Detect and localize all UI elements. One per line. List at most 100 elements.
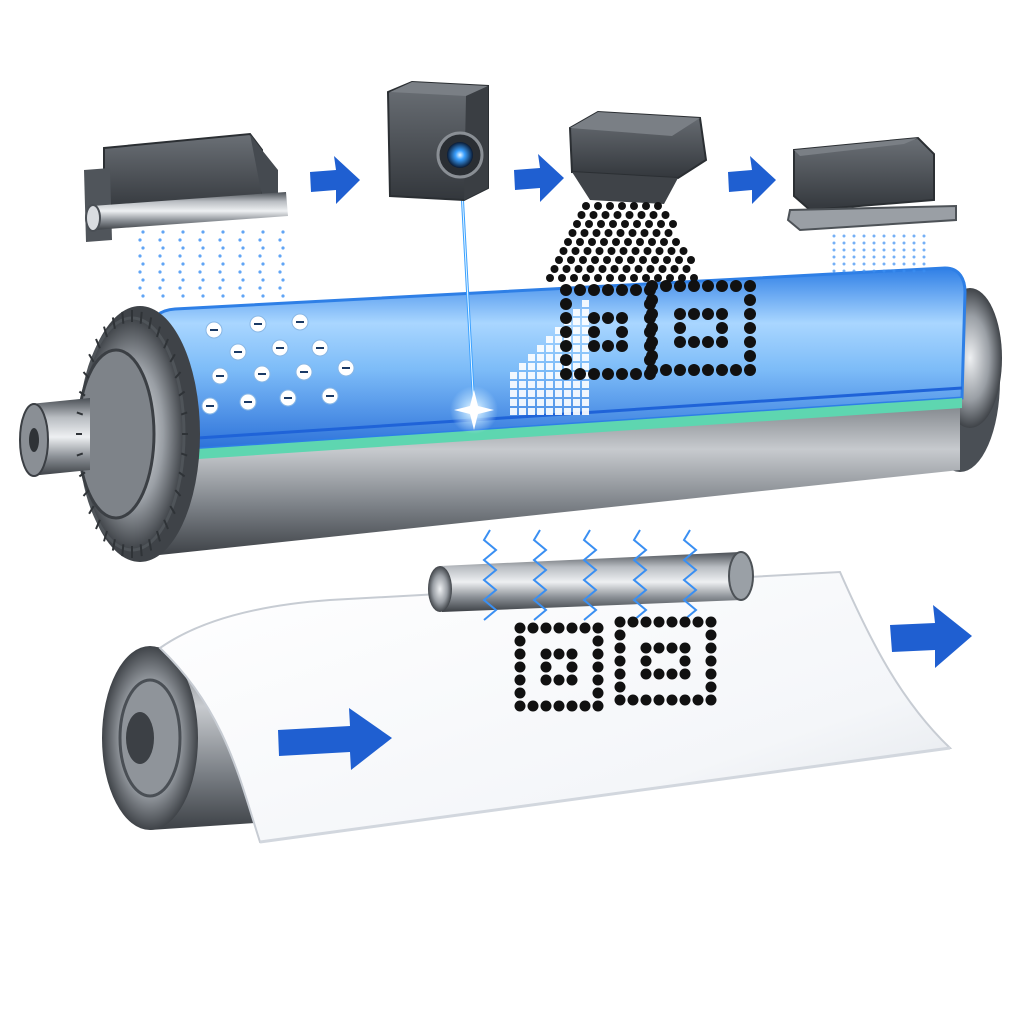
cleaning-particle (902, 269, 906, 273)
charge-particle (178, 270, 182, 274)
toner-particle (555, 256, 563, 264)
latent-pixel (519, 363, 526, 370)
latent-pixel (573, 408, 580, 415)
paper-toner-image (514, 616, 717, 712)
toner-particle (527, 700, 539, 712)
latent-pixel (546, 399, 553, 406)
toner-particle (640, 229, 649, 237)
toner-particle (705, 616, 717, 628)
toner-particle (560, 312, 572, 324)
cleaning-particle (862, 262, 866, 266)
latent-pixel (555, 327, 562, 334)
toner-particle (558, 274, 566, 282)
toner-particle (585, 220, 593, 228)
latent-pixel (546, 381, 553, 388)
transfer-sparks (482, 529, 698, 621)
toner-particle (614, 616, 626, 628)
toner-particle (730, 364, 742, 376)
toner-particle (674, 322, 686, 334)
gear-tooth (95, 338, 101, 349)
toner-particle (562, 265, 571, 273)
cleaning-particle (872, 241, 876, 245)
charge-particle (181, 230, 185, 234)
toner-particle (607, 247, 616, 255)
toner-particle (553, 648, 565, 660)
latent-pixel (555, 381, 562, 388)
gear-tooth (95, 519, 101, 530)
latent-pixel (582, 345, 589, 352)
paper-direction-arrow (278, 708, 392, 770)
gear-tooth (121, 311, 125, 324)
charge-particle (238, 254, 242, 258)
paper-exit-arrow (890, 605, 972, 668)
toner-particle (592, 622, 604, 634)
cleaning-particle (902, 255, 906, 259)
latent-pixel (573, 336, 580, 343)
charge-particle (138, 286, 142, 290)
toner-particle (730, 280, 742, 292)
toner-particle (653, 616, 665, 628)
charge-particle (181, 294, 185, 298)
cleaning-particle (882, 269, 886, 273)
charge-particle (201, 230, 205, 234)
charge-particle (201, 246, 205, 250)
toner-particle (597, 220, 605, 228)
latent-pixel (528, 381, 535, 388)
toner-particle (716, 336, 728, 348)
toner-particle (679, 655, 691, 667)
charge-particle (241, 278, 245, 282)
toner-particle (630, 274, 638, 282)
toner-particle (621, 220, 629, 228)
charge-particle (178, 254, 182, 258)
cleaning-particle (902, 262, 906, 266)
cleaning-particle (862, 241, 866, 245)
toner-particle (514, 661, 526, 673)
toner-particle (616, 312, 628, 324)
latent-pixel (564, 381, 571, 388)
toner-particle (616, 326, 628, 338)
toner-particle (705, 629, 717, 641)
cleaning-particle (922, 248, 926, 252)
latent-pixel (519, 399, 526, 406)
toner-particle (553, 622, 565, 634)
cleaning-particle (852, 269, 856, 273)
flow-arrow-charge-to-laser (310, 156, 360, 204)
latent-pixel (546, 408, 553, 415)
toner-particle (622, 265, 631, 273)
cleaning-particle (872, 234, 876, 238)
latent-pixel (555, 399, 562, 406)
toner-particle (546, 274, 554, 282)
latent-pixel (519, 372, 526, 379)
toner-particle (666, 274, 674, 282)
latent-pixel (573, 318, 580, 325)
toner-particle (579, 622, 591, 634)
charge-particle (158, 254, 162, 258)
toner-particle (705, 694, 717, 706)
gear-tooth (78, 390, 86, 397)
toner-particle (592, 687, 604, 699)
toner-particle (594, 202, 602, 210)
latent-pixel (510, 399, 517, 406)
charge-particle (281, 278, 285, 282)
toner-particle (606, 274, 614, 282)
latent-pixel (555, 390, 562, 397)
toner-particle (646, 364, 658, 376)
toner-particle (657, 220, 665, 228)
charge-particle (218, 238, 222, 242)
toner-particle (666, 668, 678, 680)
charge-particle (241, 230, 245, 234)
latent-pixel (537, 354, 544, 361)
charge-particle (278, 270, 282, 274)
toner-particle (744, 336, 756, 348)
arrow-right-icon (310, 156, 360, 204)
cleaning-particle (882, 241, 886, 245)
toner-particle (744, 280, 756, 292)
gear-tooth (111, 539, 116, 551)
toner-particle (716, 308, 728, 320)
charge-particle (281, 246, 285, 250)
gear-tooth (82, 371, 90, 379)
latent-pixel (582, 336, 589, 343)
cleaning-particle (892, 234, 896, 238)
charge-particle (278, 286, 282, 290)
